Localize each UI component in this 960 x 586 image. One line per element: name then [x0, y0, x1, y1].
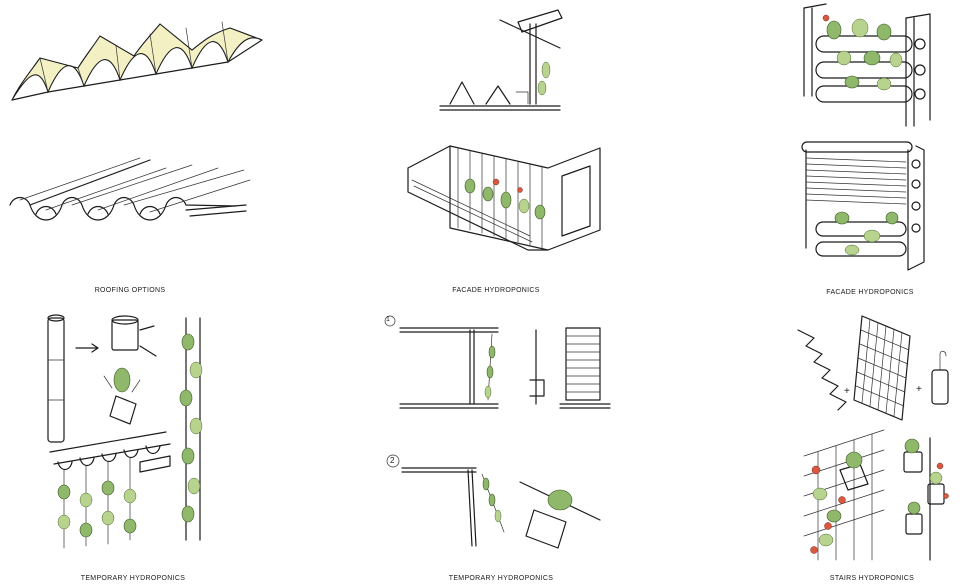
caption-facade-hydroponics-center: FACADE HYDROPONICS: [452, 287, 540, 294]
step-marker-1: 1: [386, 316, 390, 323]
caption-temporary-hydroponics-center: TEMPORARY HYDROPONICS: [448, 575, 554, 582]
caption-roofing-options: ROOFING OPTIONS: [94, 287, 166, 294]
plus-symbol-1: +: [844, 386, 850, 397]
caption-temporary-hydroponics-left: TEMPORARY HYDROPONICS: [80, 575, 186, 582]
caption-stairs-hydroponics: STAIRS HYDROPONICS: [829, 575, 915, 582]
caption-facade-hydroponics-right: FACADE HYDROPONICS: [826, 289, 914, 296]
step-marker-2: 2: [390, 456, 395, 465]
plus-symbol-2: +: [916, 384, 922, 395]
